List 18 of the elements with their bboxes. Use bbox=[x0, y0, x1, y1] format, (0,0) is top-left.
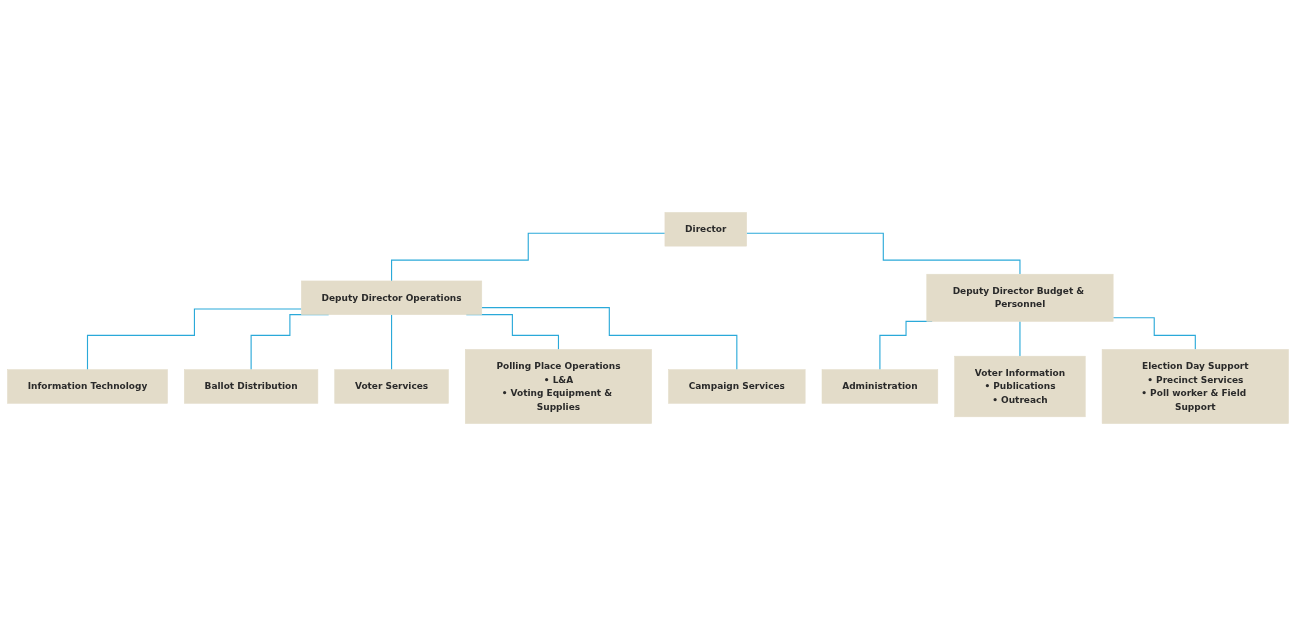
connector bbox=[1112, 316, 1196, 350]
node-box: Administration bbox=[821, 368, 939, 404]
node-box: Election Day Support • Precinct Services • Poll worker & Field Support bbox=[1101, 348, 1289, 424]
node-box: Deputy Director Budget & Personnel bbox=[926, 273, 1114, 322]
node-box: Information Technology bbox=[7, 368, 168, 404]
connector bbox=[746, 232, 1021, 275]
node-box: Polling Place Operations • L&A • Voting Equipment & Supplies bbox=[465, 348, 652, 424]
node-box: Ballot Distribution bbox=[184, 368, 319, 404]
node-box: Voter Services bbox=[334, 368, 449, 404]
connector bbox=[481, 306, 738, 370]
connector bbox=[391, 313, 393, 370]
node-box: Deputy Director Operations bbox=[301, 280, 483, 315]
node-box: Voter Information • Publications • Outreach bbox=[954, 355, 1086, 417]
connector bbox=[86, 307, 302, 370]
connector bbox=[391, 232, 666, 281]
node-box: Campaign Services bbox=[668, 368, 806, 404]
connector bbox=[1019, 320, 1021, 357]
node-box: Director bbox=[664, 211, 747, 246]
